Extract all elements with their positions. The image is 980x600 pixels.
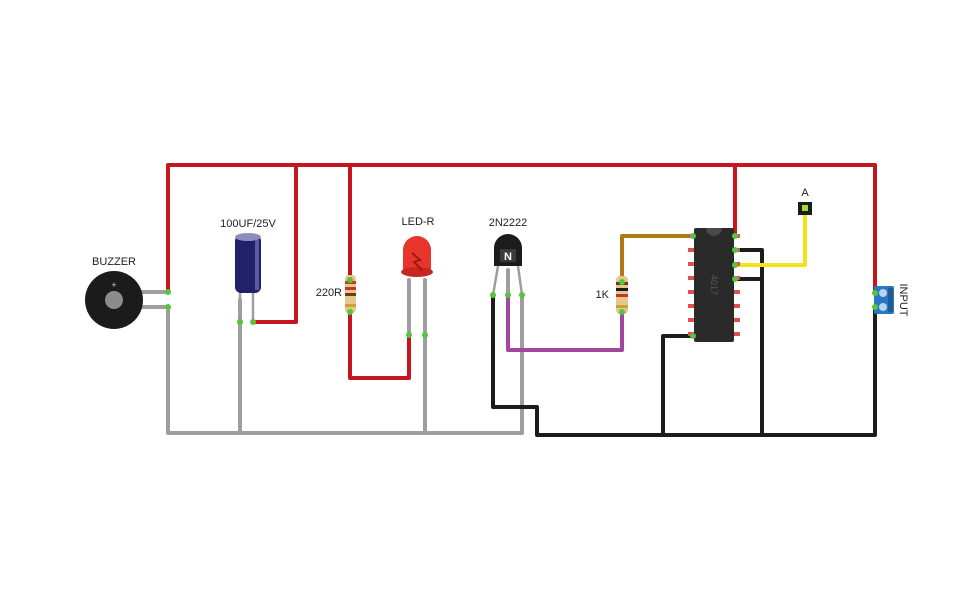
pin-dot <box>732 233 738 239</box>
capacitor-label: 100UF/25V <box>220 218 276 230</box>
buzzer-label: BUZZER <box>92 256 136 268</box>
input-terminal <box>874 286 894 314</box>
pin-dot <box>732 262 738 268</box>
transistor: N <box>491 234 524 296</box>
ic-label: 4017 <box>709 275 719 295</box>
input-screw-bottom <box>879 303 887 311</box>
resistor-1k-band-3 <box>616 294 628 297</box>
r220-led-wire <box>348 310 411 380</box>
led-label: LED-R <box>401 216 434 228</box>
black-wires <box>491 248 877 437</box>
capacitor-body <box>235 235 261 293</box>
vcc-rail-wire <box>166 163 877 294</box>
pin-dot <box>690 233 696 239</box>
buzzer-center <box>105 291 123 309</box>
pin-dot <box>619 279 625 285</box>
transistor-leg-c <box>491 265 500 296</box>
resistor-220r-band-2 <box>345 287 356 290</box>
ic-pin8-wire <box>661 334 695 437</box>
probe-a <box>798 202 812 215</box>
probe-wire <box>733 208 807 267</box>
pin-dot <box>732 247 738 253</box>
pin-dot <box>505 292 511 298</box>
input-label: INPUT <box>897 284 909 317</box>
pin-dot <box>165 289 171 295</box>
pin-dot <box>237 319 243 325</box>
resistor-1k-label: 1K <box>596 289 610 301</box>
buzzer: + <box>85 271 143 329</box>
cap-plus-wire <box>251 163 298 324</box>
pin-dot <box>422 332 428 338</box>
input-terminal-side <box>888 288 893 312</box>
pin-dot <box>347 277 353 283</box>
led-reflection <box>411 252 423 271</box>
ic-right-wire-a <box>733 248 764 437</box>
led-rim <box>401 267 433 277</box>
ic-body <box>694 228 734 342</box>
transistor-leg-e <box>516 265 524 296</box>
gnd-rail-wire <box>166 293 524 435</box>
ic-resistor-wire <box>620 234 695 284</box>
vcc-wires <box>166 163 877 380</box>
pin-dot <box>690 333 696 339</box>
resistor-1k-band-4 <box>616 305 628 308</box>
base-resistor-wire <box>506 293 624 352</box>
pin-dot <box>619 309 625 315</box>
ground-wires <box>138 268 524 435</box>
probe-a-tip <box>802 205 808 211</box>
pin-dot <box>250 319 256 325</box>
input-screw-top <box>879 289 887 297</box>
capacitor-stripe <box>255 240 259 290</box>
buzzer-plus-mark: + <box>111 280 116 290</box>
led <box>401 236 433 277</box>
ic-notch <box>706 228 722 236</box>
pin-dot <box>519 292 525 298</box>
ic-4017: 4017 <box>688 228 740 342</box>
pin-dot <box>347 309 353 315</box>
resistor-220r-band-4 <box>345 304 356 307</box>
transistor-mark-box <box>500 249 516 262</box>
capacitor <box>235 233 261 322</box>
transistor-mark: N <box>504 251 512 263</box>
pin-dot <box>872 304 878 310</box>
pin-dot <box>165 304 171 310</box>
pin-dot <box>872 290 878 296</box>
resistor-220r-band-3 <box>345 293 356 296</box>
capacitor-top <box>235 233 261 241</box>
transistor-label: 2N2222 <box>489 217 528 229</box>
pin-dots <box>165 233 878 339</box>
probe-a-label: A <box>801 187 809 199</box>
resistor-220r-label: 220R <box>316 287 342 299</box>
resistor-1k-band-2 <box>616 288 628 291</box>
pin-dot <box>406 332 412 338</box>
pin-dot <box>732 276 738 282</box>
led-body <box>403 236 431 274</box>
pin-dot <box>490 292 496 298</box>
collector-wire <box>491 293 877 437</box>
